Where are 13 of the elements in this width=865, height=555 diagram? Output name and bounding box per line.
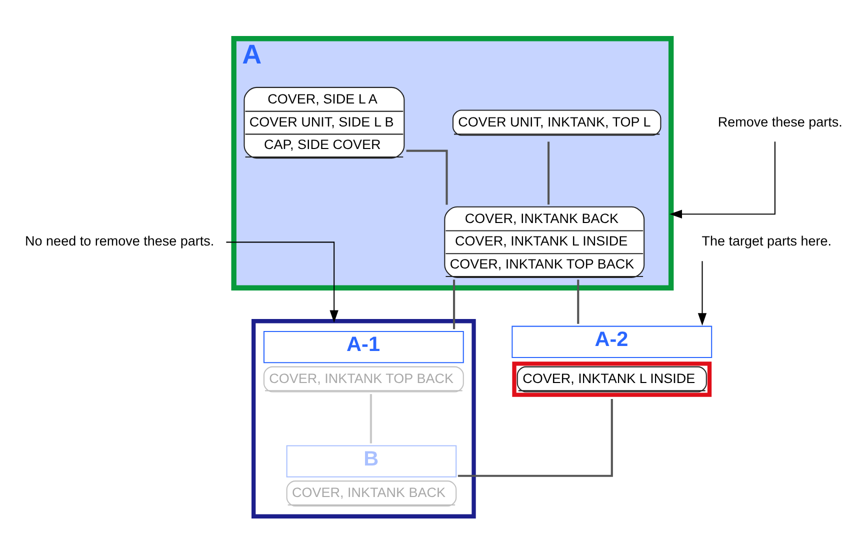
arrow: [669, 142, 775, 219]
connector: [452, 280, 455, 330]
cluster: [251, 319, 476, 518]
connector: [547, 142, 550, 205]
node-text: The target parts here.: [701, 234, 832, 249]
node-text: Remove these parts.: [717, 114, 842, 130]
node-text: No need to remove these parts.: [24, 234, 214, 249]
arrow: [226, 242, 338, 323]
connector: [406, 150, 448, 205]
connector: [369, 394, 372, 444]
connector: [576, 280, 579, 324]
connector: [457, 399, 612, 477]
arrow: [697, 261, 706, 326]
